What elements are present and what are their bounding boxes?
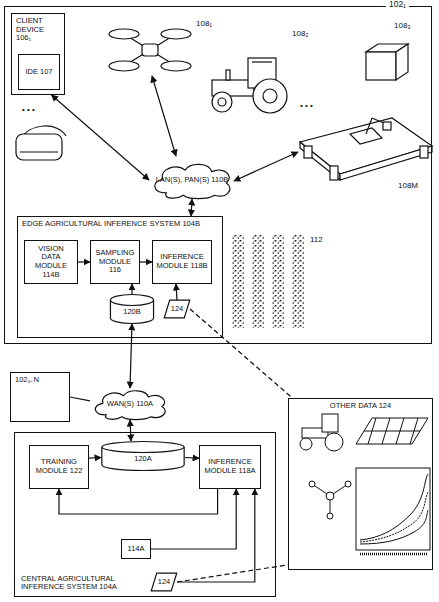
data-shape: 124 <box>164 300 190 318</box>
module-box: VISION DATA MODULE 114B <box>24 240 78 284</box>
node-label: 124 <box>158 578 171 587</box>
network-cloud: LAN(S), PAN(S) 110B <box>149 161 235 199</box>
callout-number: 108₁ <box>196 20 212 29</box>
system-title: 102₁ <box>386 0 409 10</box>
system-box: CENTRAL AGRICULTURAL INFERENCE SYSTEM 10… <box>14 432 276 597</box>
tractor <box>212 58 287 113</box>
node-label: INFERENCE MODULE 118B <box>156 253 208 270</box>
ide-box: IDE 107 <box>18 54 60 90</box>
leader-line <box>177 565 288 582</box>
node-label: 120B <box>123 308 141 317</box>
ellipsis: • • • <box>22 106 35 115</box>
region-box: 102₂₋N <box>10 372 70 422</box>
connector-arrow <box>151 489 236 549</box>
node-label: 102₂₋N <box>15 376 65 385</box>
region-boundary: 102₁CLIENT DEVICE 106₁IDE 107LAN(S), PAN… <box>4 6 432 344</box>
module-box: INFERENCE MODULE 118B <box>152 240 212 284</box>
device-box: CLIENT DEVICE 106₁ IDE 107 <box>11 13 65 95</box>
connector-arrow <box>131 284 132 294</box>
connector-arrow <box>52 95 150 180</box>
leader-line <box>190 309 292 398</box>
connector-arrow <box>70 397 90 401</box>
node-label: WAN(S) 110A <box>107 400 153 409</box>
connector-arrow <box>185 457 199 459</box>
data-panel: OTHER DATA 124 <box>288 398 433 570</box>
drone <box>109 29 191 71</box>
connector-arrow <box>177 489 255 582</box>
callout-number: 108₃ <box>394 22 411 31</box>
other-data-illustration <box>300 414 430 554</box>
connector-arrow <box>140 261 152 262</box>
sensor-box <box>366 44 408 80</box>
connector-arrow <box>130 324 132 388</box>
module-box: INFERENCE MODULE 118A <box>199 445 261 489</box>
robot <box>300 118 432 180</box>
drone-link <box>152 76 176 156</box>
system-box: EDGE AGRICULTURAL INFERENCE SYSTEM 104B V… <box>17 216 223 338</box>
vr-headset <box>16 126 66 160</box>
node-label: 124 <box>171 305 184 314</box>
system-title: EDGE AGRICULTURAL INFERENCE SYSTEM 104B <box>22 220 218 229</box>
connector-arrow <box>89 457 101 459</box>
data-shape: 124 <box>151 573 177 591</box>
network-cloud: WAN(S) 110A <box>90 388 170 420</box>
node-label: CLIENT DEVICE 106₁ <box>16 17 60 43</box>
database: 120A <box>101 441 185 471</box>
callout-number: 108₂ <box>292 30 308 39</box>
system-title: OTHER DATA 124 <box>293 402 428 411</box>
node-label: LAN(S), PAN(S) 110B <box>156 176 229 185</box>
connector-arrow <box>176 284 177 300</box>
module-box: TRAINING MODULE 122 <box>29 445 89 489</box>
data-box: 114A <box>121 539 151 559</box>
crop-rows <box>232 234 304 328</box>
database: 120B <box>110 294 154 324</box>
node-label: TRAINING MODULE 122 <box>33 458 85 475</box>
node-label: SAMPLING MODULE 116 <box>94 249 136 275</box>
node-label: 120A <box>134 455 152 464</box>
connector-arrow <box>59 489 218 514</box>
connector-arrow <box>191 199 193 216</box>
node-label: VISION DATA MODULE 114B <box>28 245 74 280</box>
connector-arrow <box>130 420 131 441</box>
system-title: CENTRAL AGRICULTURAL INFERENCE SYSTEM 10… <box>21 575 149 592</box>
node-label: INFERENCE MODULE 118A <box>203 458 257 475</box>
ellipsis: • • • <box>300 102 313 111</box>
robot-link <box>234 152 298 181</box>
node-label: IDE 107 <box>25 68 52 77</box>
module-box: SAMPLING MODULE 116 <box>90 240 140 284</box>
callout-number: 112 <box>310 236 323 245</box>
node-label: 114A <box>128 545 145 554</box>
callout-number: 108M <box>398 182 418 191</box>
connector-arrow <box>78 261 90 262</box>
